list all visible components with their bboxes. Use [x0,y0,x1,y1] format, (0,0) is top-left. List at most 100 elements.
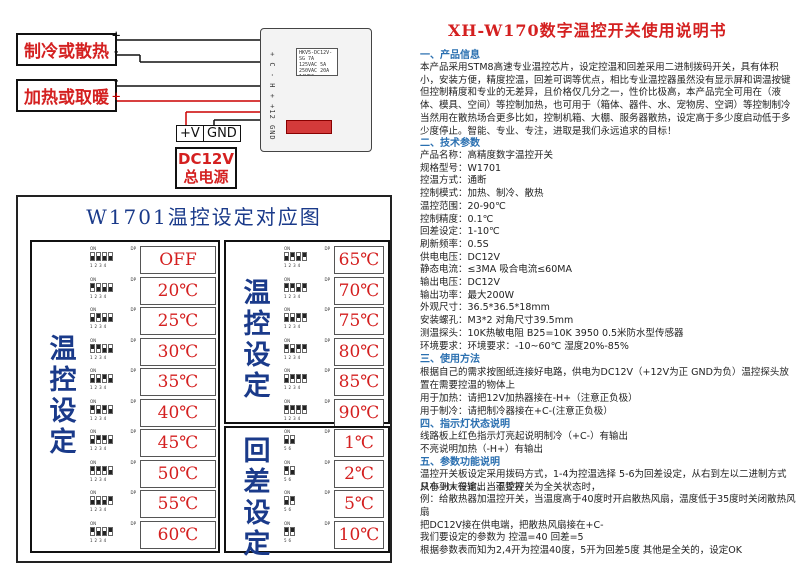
dip-lever [284,496,289,505]
relay: HKV5-DC12V-SG 7A 125VAC 5A 250VAC 20A 14… [296,48,338,76]
dip-lever [102,374,107,383]
spec-item: 产品名称：高精度数字温控开关 [420,150,554,161]
dip-lever [102,282,107,292]
dip-lever [96,465,101,475]
dip-numbers: 1234 [90,537,109,543]
dip-lever [296,313,301,322]
dip-switches [90,343,113,353]
dip-dp-label: DP [324,307,331,312]
dip-lever [90,343,95,353]
spec-item: 回差设定：1-10℃ [420,226,500,238]
dip-dp-label: DP [324,398,331,404]
spec-item: 输出功率：最大200W [420,289,515,301]
params-text-2: 只有-H+有输出，不受控 [420,482,525,493]
dip-numbers: 1234 [284,385,303,390]
dip-switches [284,252,307,261]
dip-lever [108,252,113,261]
dip-switches [284,343,307,353]
dip-on-label: ON [90,520,97,526]
dip-switches [90,496,113,505]
dip-on-label: ON [90,276,97,282]
setting-value: 50℃ [140,459,216,488]
dip-lever [108,404,113,414]
dip-lever [284,435,289,444]
dip-lever [102,404,107,414]
dip-lever [108,496,113,505]
setting-value: 70℃ [334,276,384,305]
spec-item: 控制模式：加热、制冷、散热 [420,188,544,200]
psu-label: DC12V 总电源 [175,147,237,189]
setting-value: 20℃ [140,276,216,305]
setting-value: 5℃ [334,490,384,518]
dip-lever [296,343,301,353]
dip-lever [90,252,95,261]
dip-on-label: ON [284,459,291,465]
dip-lever [96,496,101,505]
dip-on-label: ON [284,337,291,343]
dip-lever [90,282,95,292]
usage-text-1: 根据自己的需求按图纸连接好电路，供电为DC12V（+12V为正 GND为负）温控… [420,367,789,391]
dip-dp-label: DP [130,276,137,282]
dip-lever [96,313,101,322]
psu-title: 总电源 [183,168,229,186]
dip-on-label: ON [284,490,291,495]
section-specs-title: 二、技术参数 [420,138,480,149]
dip-numbers: 1234 [90,385,109,390]
dip-dp-label: DP [324,490,331,495]
dip-dp-label: DP [130,398,137,404]
dip-lever [302,343,307,353]
dip-lever [96,404,101,414]
dip-lever [96,343,101,353]
dip-lever [284,374,289,383]
dip-on-label: ON [90,368,97,373]
indicator-text-2: 不亮说明加热（-H+）有输出 [420,444,544,455]
dip-lever [96,526,101,536]
dip-lever [302,374,307,383]
setting-value: 65℃ [334,246,384,274]
hysteresis-group-label: 回差设定 [243,436,271,560]
dip-switches [284,465,295,475]
dip-lever [108,282,113,292]
dip-dp-label: DP [130,429,137,434]
dip-dp-label: DP [130,307,137,312]
psu-voltage: DC12V [178,150,234,168]
dip-lever [102,313,107,322]
dip-lever [108,343,113,353]
dip-numbers: 1234 [90,507,109,512]
dip-lever [96,282,101,292]
dip-lever [90,526,95,536]
dip-lever [284,252,289,261]
dip-numbers: 1234 [90,446,109,451]
dip-on-label: ON [90,490,97,495]
dip-lever [90,496,95,505]
dip-on-label: ON [90,398,97,404]
dip-on-label: ON [90,307,97,312]
dip-switches [284,313,307,322]
dip-on-label: ON [284,429,291,434]
dip-dp-label: DP [324,429,331,434]
dip-lever [290,313,295,322]
dip-lever [284,313,289,322]
dip-lever [108,465,113,475]
spec-item: 测温探头：10K热敏电阻 B25=10K 3950 0.5米防水型传感器 [420,327,684,339]
